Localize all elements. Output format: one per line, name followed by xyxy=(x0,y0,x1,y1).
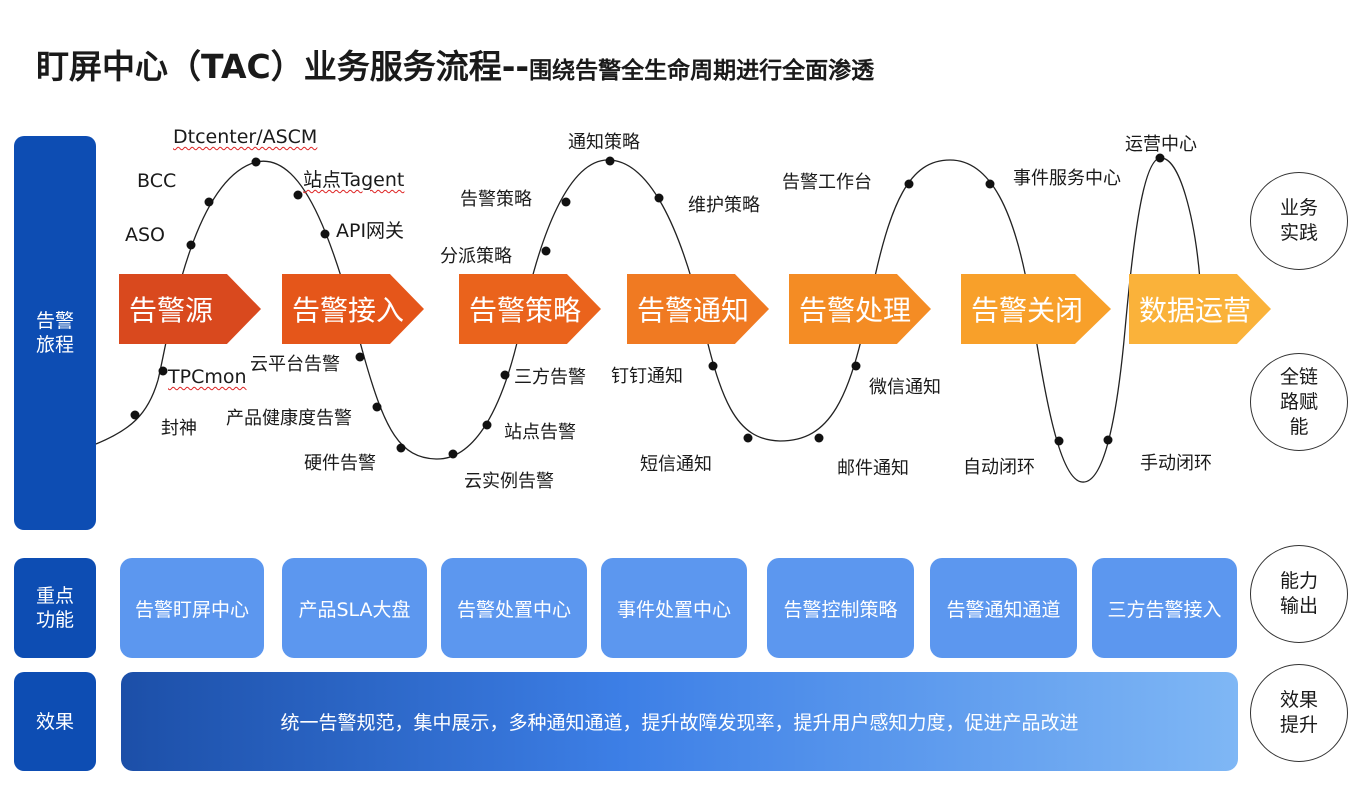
label-manual-close: 手动闭环 xyxy=(1140,453,1212,474)
label-ops-center: 运营中心 xyxy=(1125,134,1197,155)
label-alert-journey: 告警旅程 xyxy=(14,136,96,530)
label-api-gateway: API网关 xyxy=(336,220,405,242)
label-dtcenter-ascm: Dtcenter/ASCM xyxy=(173,126,318,148)
label-site-tagent: 站点Tagent xyxy=(303,169,405,191)
title-main: 盯屏中心（TAC）业务服务流程-- xyxy=(36,47,530,86)
label-mail-notify: 邮件通知 xyxy=(837,458,909,479)
stage-alert-ingest: 告警接入 xyxy=(282,274,424,344)
stage-alert-source: 告警源 xyxy=(119,274,261,344)
feature-card-product-sla: 产品SLA大盘 xyxy=(282,558,427,658)
label-maintain-policy: 维护策略 xyxy=(688,195,760,216)
label-effect: 效果 xyxy=(14,672,96,771)
label-third-party-alert: 三方告警 xyxy=(514,367,586,388)
label-cloud-instance-alert: 云实例告警 xyxy=(464,471,554,492)
stage-alert-close: 告警关闭 xyxy=(961,274,1111,344)
page-title: 盯屏中心（TAC）业务服务流程--围绕告警全生命周期进行全面渗透 xyxy=(36,40,874,88)
stage-alert-handle: 告警处理 xyxy=(789,274,931,344)
label-event-service-center: 事件服务中心 xyxy=(1013,168,1121,189)
feature-card-third-party-ingest: 三方告警接入 xyxy=(1092,558,1237,658)
stage-data-ops: 数据运营 xyxy=(1129,274,1271,344)
label-alert-policy: 告警策略 xyxy=(460,189,532,210)
label-aso: ASO xyxy=(125,224,166,246)
label-wechat-notify: 微信通知 xyxy=(869,377,941,398)
label-sms-notify: 短信通知 xyxy=(640,454,712,475)
feature-card-alert-control-policy: 告警控制策略 xyxy=(767,558,914,658)
feature-card-alert-handling-center: 告警处置中心 xyxy=(441,558,587,658)
label-fengshen: 封神 xyxy=(161,418,197,439)
label-hardware-alert: 硬件告警 xyxy=(304,453,376,474)
circle-full-chain-empower: 全链路赋能 xyxy=(1250,353,1348,451)
feature-card-alert-watch-center: 告警盯屏中心 xyxy=(120,558,264,658)
wave-dots xyxy=(130,153,1165,459)
label-tpcmon: TPCmon xyxy=(168,366,247,388)
feature-card-event-handling-center: 事件处置中心 xyxy=(601,558,747,658)
label-alert-workbench: 告警工作台 xyxy=(782,172,872,193)
circle-effect-improve: 效果提升 xyxy=(1250,664,1348,762)
label-product-health-alert: 产品健康度告警 xyxy=(226,408,352,429)
wave-curve xyxy=(95,157,1201,483)
feature-card-alert-notify-channel: 告警通知通道 xyxy=(930,558,1077,658)
label-bcc: BCC xyxy=(137,170,177,192)
label-dispatch-policy: 分派策略 xyxy=(440,246,512,267)
effect-banner: 统一告警规范，集中展示，多种通知通道，提升故障发现率，提升用户感知力度，促进产品… xyxy=(121,672,1238,771)
label-cloud-platform-alert: 云平台告警 xyxy=(250,354,340,375)
stage-alert-notify: 告警通知 xyxy=(627,274,769,344)
stage-alert-policy: 告警策略 xyxy=(459,274,601,344)
label-key-features: 重点功能 xyxy=(14,558,96,658)
label-dingding-notify: 钉钉通知 xyxy=(611,366,683,387)
title-subtitle: 围绕告警全生命周期进行全面渗透 xyxy=(529,58,875,84)
label-auto-close: 自动闭环 xyxy=(963,457,1035,478)
circle-capability-output: 能力输出 xyxy=(1250,545,1348,643)
label-site-alert: 站点告警 xyxy=(504,422,576,443)
label-notify-policy: 通知策略 xyxy=(568,132,640,153)
circle-business-practice: 业务实践 xyxy=(1250,172,1348,270)
effect-text: 统一告警规范，集中展示，多种通知通道，提升故障发现率，提升用户感知力度，促进产品… xyxy=(280,712,1079,734)
